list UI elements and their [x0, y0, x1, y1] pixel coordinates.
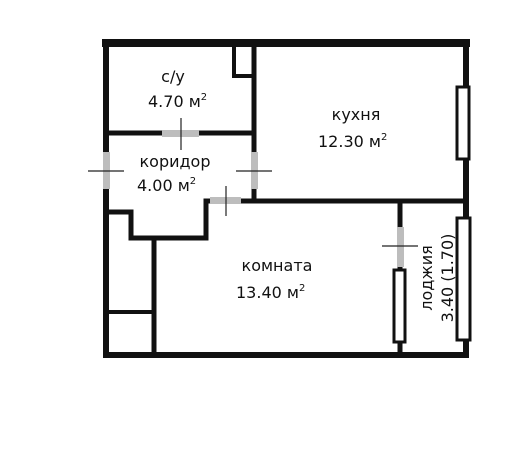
loggia-name: лоджия — [417, 245, 436, 311]
loggia-area: 3.40 (1.70) — [438, 234, 457, 323]
bathroom-name: с/у — [161, 67, 185, 86]
corridor-area: 4.00 м2 — [137, 176, 196, 195]
loggia-door — [397, 227, 404, 267]
doors — [88, 118, 418, 267]
walls — [102, 39, 470, 358]
loggia-outer-window — [455, 216, 472, 342]
bathroom-area: 4.70 м2 — [148, 92, 207, 111]
corridor-lower-wall — [103, 198, 209, 241]
kitchen-area: 12.30 м2 — [318, 132, 387, 151]
shaft-notch — [232, 40, 256, 78]
living-name: комната — [242, 256, 313, 275]
windows — [392, 85, 472, 344]
kitchen-window — [455, 85, 471, 161]
labels: с/у 4.70 м2 коридор 4.00 м2 кухня 12.30 … — [137, 67, 457, 322]
room-window — [392, 268, 407, 344]
kitchen-name: кухня — [332, 105, 381, 124]
living-area: 13.40 м2 — [236, 283, 305, 302]
corridor-name: коридор — [139, 152, 210, 171]
